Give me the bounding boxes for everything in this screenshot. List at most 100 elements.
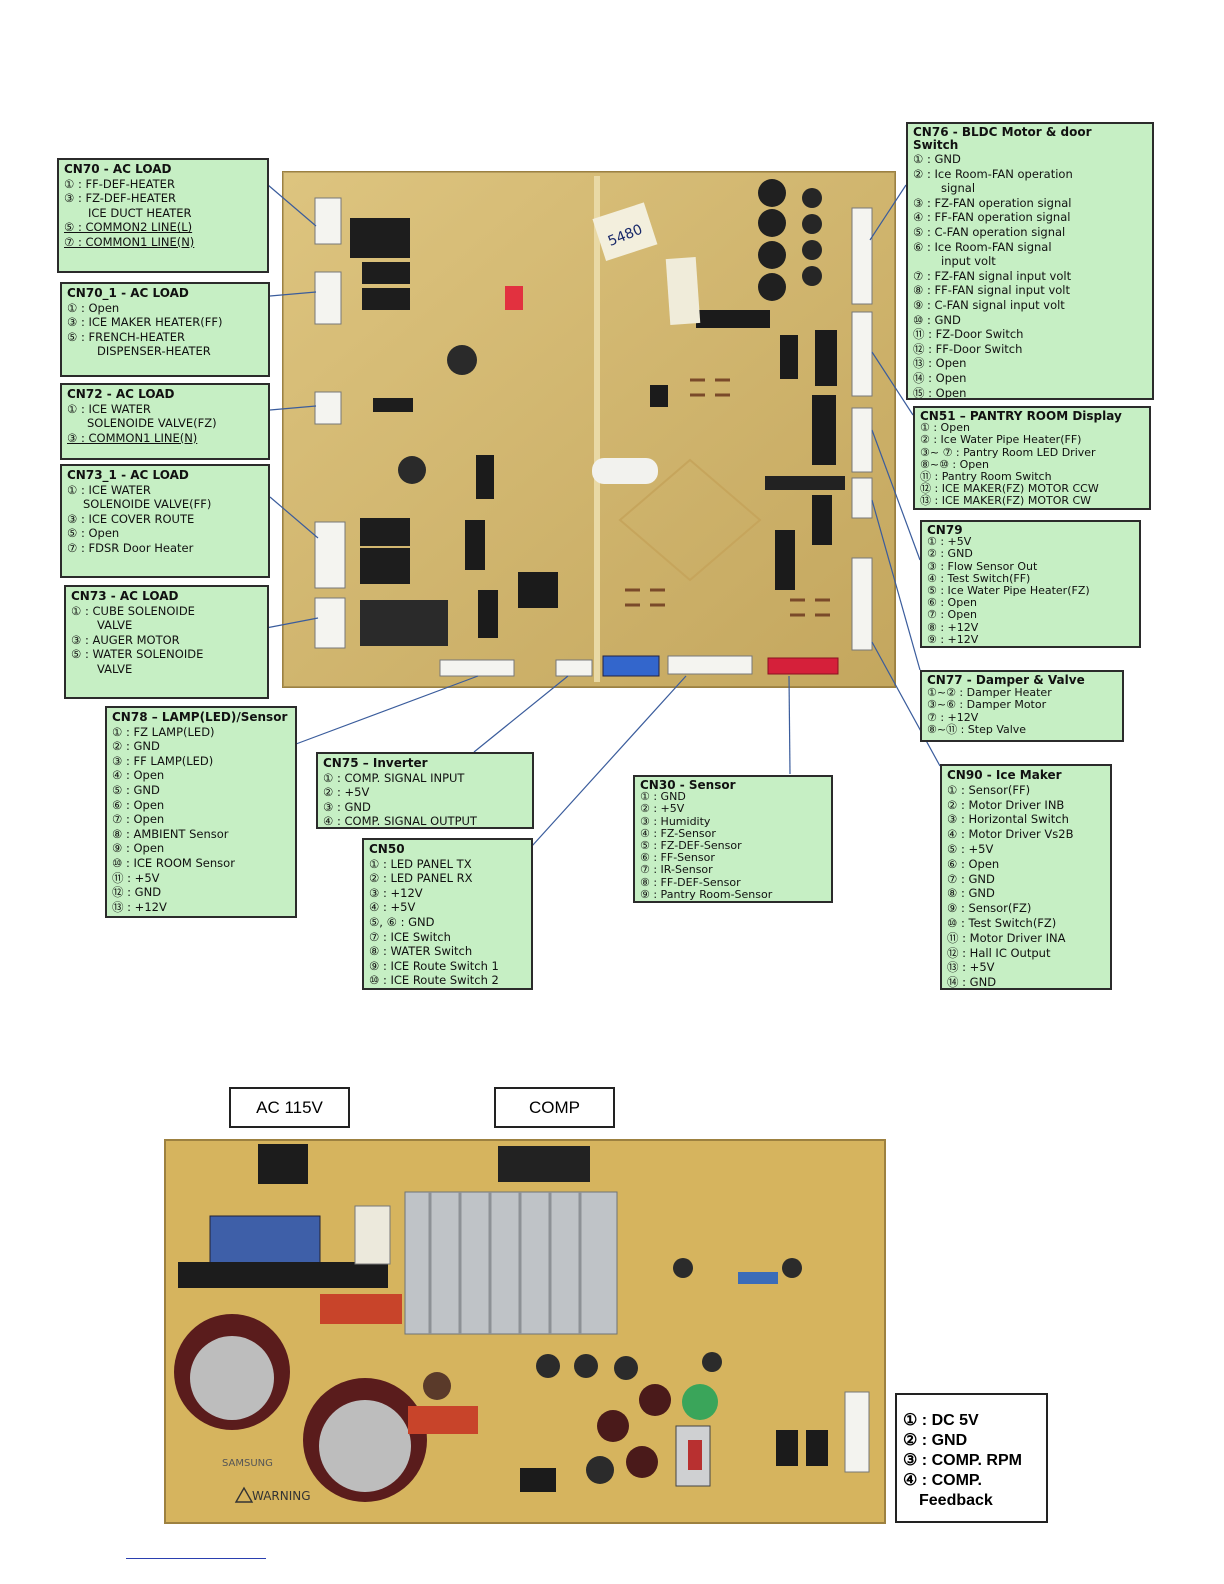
cn30-line: ③ : Humidity [640, 814, 711, 828]
cn73-1-title: CN73_1 - AC LOAD [67, 468, 189, 482]
cn75-title: CN75 – Inverter [323, 756, 428, 770]
cn76-line: ⑦ : FZ-FAN signal input volt [913, 268, 1072, 283]
cn76-line: ⑤ : C-FAN operation signal [913, 224, 1066, 239]
cn76-line: ⑬ : Open [913, 356, 967, 371]
cn30-line: ⑥ : FF-Sensor [640, 851, 715, 865]
cn90-line: ④ : Motor Driver Vs2B [947, 827, 1074, 842]
cn30-line: ⑤ : FZ-DEF-Sensor [640, 839, 742, 853]
inverter-pin-box: ① : DC 5V ② : GND ③ : COMP. RPM ④ : COMP… [895, 1393, 1048, 1523]
cn76-line: ⑫ : FF-Door Switch [913, 341, 1023, 356]
cn73-1-box: CN73_1 - AC LOAD ① : ICE WATER SOLENOIDE… [60, 464, 270, 578]
cn73-line: ⑤ : WATER SOLENOIDE [71, 647, 204, 662]
cn70-line: ⑦ : COMMON1 LINE(N) [64, 234, 195, 249]
inverter-pin-line: ④ : COMP. [903, 1472, 982, 1489]
cn30-line: ① : GND [640, 790, 686, 804]
cn76-line: ① : GND [913, 152, 961, 166]
cn70-1-box: CN70_1 - AC LOAD ① : Open ③ : ICE MAKER … [60, 282, 270, 377]
cn30-box: CN30 - Sensor ① : GND ② : +5V ③ : Humidi… [633, 775, 833, 903]
cn77-line: ⑧~⑪ : Step Valve [927, 723, 1027, 737]
cn30-line: ⑦ : IR-Sensor [640, 863, 713, 877]
cn79-line: ⑧ : +12V [927, 620, 979, 634]
cn76-box: CN76 - BLDC Motor & door Switch ① : GND … [906, 122, 1154, 400]
cn76-title: CN76 - BLDC Motor & door Switch [913, 125, 1092, 152]
cn70-1-line: ⑤ : FRENCH-HEATER [67, 329, 185, 344]
cn72-line: SOLENOIDE VALVE(FZ) [87, 416, 217, 431]
cn76-line: input volt [941, 254, 996, 269]
cn90-line: ⑪ : Motor Driver INA [947, 930, 1066, 945]
cn90-line: ③ : Horizontal Switch [947, 812, 1069, 827]
cn72-line: ③ : COMMON1 LINE(N) [67, 430, 198, 445]
cn51-line: ② : Ice Water Pipe Heater(FF) [920, 433, 1082, 447]
cn73-1-line: ⑦ : FDSR Door Heater [67, 540, 194, 555]
cn51-line: ① : Open [920, 421, 970, 435]
cn77-line: ①~② : Damper Heater [927, 685, 1052, 699]
cn75-line: ① : COMP. SIGNAL INPUT [323, 770, 465, 785]
cn79-line: ② : GND [927, 547, 973, 561]
cn30-title: CN30 - Sensor [640, 778, 736, 792]
cn73-line: ① : CUBE SOLENOIDE [71, 603, 195, 618]
brand-label: SAMSUNG [222, 1458, 273, 1469]
cn90-line: ⑩ : Test Switch(FZ) [947, 915, 1057, 930]
cn70-1-line: DISPENSER-HEATER [97, 344, 211, 359]
cn90-line: ⑤ : +5V [947, 841, 994, 856]
cn79-title: CN79 [927, 523, 963, 537]
cn73-title: CN73 - AC LOAD [71, 589, 179, 603]
cn78-line: ⑩ : ICE ROOM Sensor [112, 855, 235, 870]
cn77-title: CN77 - Damper & Valve [927, 673, 1085, 687]
cn50-box: CN50 ① : LED PANEL TX ② : LED PANEL RX ③… [362, 838, 533, 990]
cn70-line: ③ : FZ-DEF-HEATER [64, 191, 176, 206]
cn50-line: ⑩ : ICE Route Switch 2 [369, 973, 499, 988]
cn78-line: ① : FZ LAMP(LED) [112, 724, 215, 739]
cn73-1-line: ⑤ : Open [67, 526, 120, 541]
cn76-line: ⑭ : Open [913, 370, 967, 385]
cn90-line: ⑦ : GND [947, 871, 995, 886]
warning-icon [234, 1486, 254, 1503]
cn78-line: ⑫ : GND [112, 885, 162, 900]
cn73-1-line: SOLENOIDE VALVE(FF) [83, 497, 212, 512]
cn90-line: ⑬ : +5V [947, 960, 995, 975]
cn77-line: ⑦ : +12V [927, 710, 979, 724]
cn79-line: ⑥ : Open [927, 596, 977, 610]
cn73-line: VALVE [97, 661, 133, 676]
cn51-box: CN51 – PANTRY ROOM Display ① : Open ② : … [913, 406, 1151, 510]
leader-lines [265, 184, 941, 847]
cn78-title: CN78 – LAMP(LED)/Sensor [112, 710, 288, 724]
cn76-line: ⑧ : FF-FAN signal input volt [913, 283, 1071, 298]
cn78-line: ⑨ : Open [112, 841, 165, 856]
cn50-line: ⑨ : ICE Route Switch 1 [369, 958, 499, 973]
cn73-1-line: ③ : ICE COVER ROUTE [67, 511, 195, 526]
cn79-line: ④ : Test Switch(FF) [927, 571, 1031, 585]
cn76-line: ⑩ : GND [913, 312, 961, 327]
cn78-line: ④ : Open [112, 768, 165, 783]
cn75-box: CN75 – Inverter ① : COMP. SIGNAL INPUT ②… [316, 752, 534, 829]
cn79-line: ⑤ : Ice Water Pipe Heater(FZ) [927, 584, 1090, 598]
cn90-line: ① : Sensor(FF) [947, 782, 1031, 797]
cn70-1-line: ③ : ICE MAKER HEATER(FF) [67, 315, 223, 330]
cn70-line: ① : FF-DEF-HEATER [64, 176, 175, 191]
cn76-line: ⑮ : Open [913, 385, 967, 400]
cn50-line: ① : LED PANEL TX [369, 856, 472, 871]
cn50-line: ③ : +12V [369, 885, 423, 900]
cn51-line: ⑫ : ICE MAKER(FZ) MOTOR CCW [920, 482, 1099, 496]
cn76-line: ⑪ : FZ-Door Switch [913, 327, 1024, 342]
comp-label: COMP [494, 1087, 615, 1128]
cn70-line: ⑤ : COMMON2 LINE(L) [64, 220, 193, 235]
cn79-line: ⑨ : +12V [927, 632, 979, 646]
cn30-line: ② : +5V [640, 802, 685, 816]
cn90-line: ⑭ : GND [947, 975, 997, 990]
cn75-line: ④ : COMP. SIGNAL OUTPUT [323, 814, 477, 829]
cn70-1-title: CN70_1 - AC LOAD [67, 286, 189, 300]
footer-rule [126, 1558, 266, 1559]
cn73-line: ③ : AUGER MOTOR [71, 632, 180, 647]
cn90-title: CN90 - Ice Maker [947, 768, 1062, 782]
cn75-line: ② : +5V [323, 785, 370, 800]
cn70-line: ICE DUCT HEATER [88, 205, 192, 220]
cn79-line: ③ : Flow Sensor Out [927, 559, 1038, 573]
cn78-box: CN78 – LAMP(LED)/Sensor ① : FZ LAMP(LED)… [105, 706, 297, 918]
cn90-box: CN90 - Ice Maker ① : Sensor(FF) ② : Moto… [940, 764, 1112, 990]
cn78-line: ⑧ : AMBIENT Sensor [112, 826, 229, 841]
cn51-line: ⑪ : Pantry Room Switch [920, 470, 1052, 484]
cn90-line: ⑫ : Hall IC Output [947, 945, 1051, 960]
cn51-line: ⑧~⑩ : Open [920, 457, 990, 471]
cn73-line: VALVE [97, 618, 133, 633]
